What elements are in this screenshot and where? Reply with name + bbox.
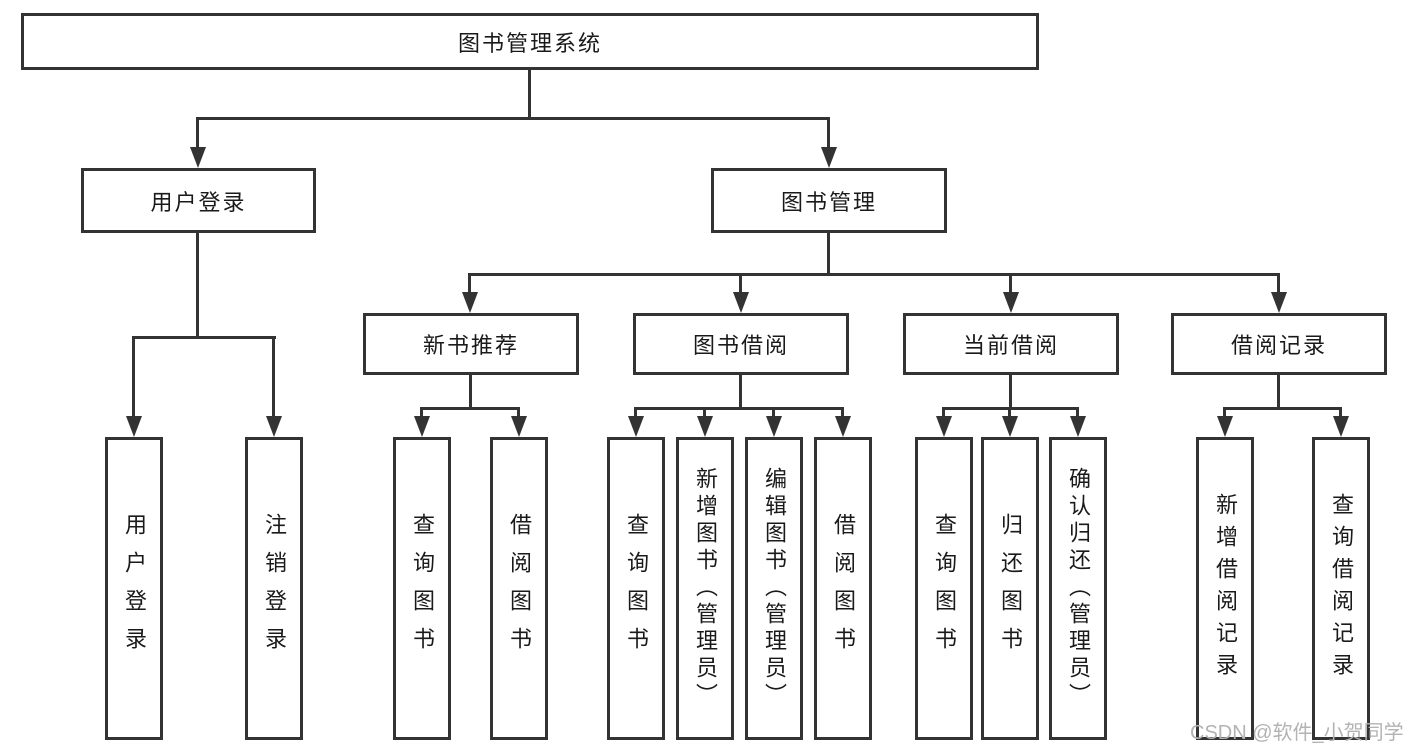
leaf-query-books-recommend: 查询图书 [393,437,451,740]
connector-line-v [517,407,520,419]
connector-line-v [1223,407,1226,419]
connector-line-v [827,117,830,150]
node-borrowing-records: 借阅记录 [1171,313,1387,375]
node-user-login: 用户登录 [81,168,316,233]
connector-line-v [772,407,775,419]
arrow-down-icon [1271,292,1287,313]
arrow-down-icon [511,416,527,437]
arrow-down-icon [266,416,282,437]
connector-line-v [1277,273,1280,295]
leaf-add-borrow-record: 新增借阅记录 [1196,437,1254,740]
arrow-down-icon [1002,416,1018,437]
connector-line-h [944,407,1078,410]
leaf-query-books-borrowing: 查询图书 [607,437,665,740]
connector-line-v [528,70,531,117]
connector-line-v [469,375,472,407]
connector-line-v [841,407,844,419]
connector-line-v [272,336,275,419]
arrow-down-icon [697,416,713,437]
node-root: 图书管理系统 [21,13,1039,70]
connector-line-v [196,117,199,150]
leaf-borrow-books-borrowing: 借阅图书 [814,437,872,740]
node-book-borrowing: 图书借阅 [633,313,849,375]
connector-line-v [827,233,830,273]
connector-line-v [132,336,135,419]
connector-line-v [634,407,637,419]
leaf-return-books: 归还图书 [981,437,1039,740]
leaf-borrow-books-recommend: 借阅图书 [490,437,548,740]
connector-line-h [422,407,520,410]
leaf-user-login: 用户登录 [105,437,163,740]
arrow-down-icon [733,292,749,313]
node-book-management: 图书管理 [711,168,947,233]
leaf-add-books-admin: 新增图书（管理员） [676,437,734,740]
connector-line-v [196,233,199,336]
connector-line-v [942,407,945,419]
connector-line-v [739,273,742,295]
connector-line-h [133,336,276,339]
leaf-confirm-return-admin: 确认归还（管理员） [1049,437,1107,740]
connector-line-h [1225,407,1341,410]
connector-line-h [636,407,843,410]
arrow-down-icon [1003,292,1019,313]
leaf-query-borrow-record: 查询借阅记录 [1312,437,1370,740]
leaf-edit-books-admin: 编辑图书（管理员） [745,437,803,740]
connector-line-v [1076,407,1079,419]
connector-line-v [1277,375,1280,407]
arrow-down-icon [190,147,206,168]
arrow-down-icon [126,416,142,437]
arrow-down-icon [1070,416,1086,437]
connector-line-h [470,273,1280,276]
arrow-down-icon [821,147,837,168]
leaf-query-books-current: 查询图书 [915,437,973,740]
arrow-down-icon [1333,416,1349,437]
csdn-watermark: CSDN @软件_小贺同学 [1190,722,1404,744]
connector-line-v [703,407,706,419]
connector-line-h [197,117,830,120]
connector-line-v [468,273,471,295]
connector-line-v [739,375,742,407]
arrow-down-icon [462,292,478,313]
leaf-logout-login: 注销登录 [245,437,303,740]
arrow-down-icon [936,416,952,437]
connector-line-v [1008,407,1011,419]
arrow-down-icon [628,416,644,437]
node-new-book-recommendation: 新书推荐 [363,313,579,375]
connector-line-v [1009,375,1012,407]
arrow-down-icon [835,416,851,437]
connector-line-v [1009,273,1012,295]
arrow-down-icon [414,416,430,437]
connector-line-v [420,407,423,419]
arrow-down-icon [1217,416,1233,437]
node-current-borrowing: 当前借阅 [903,313,1119,375]
arrow-down-icon [766,416,782,437]
connector-line-v [1339,407,1342,419]
